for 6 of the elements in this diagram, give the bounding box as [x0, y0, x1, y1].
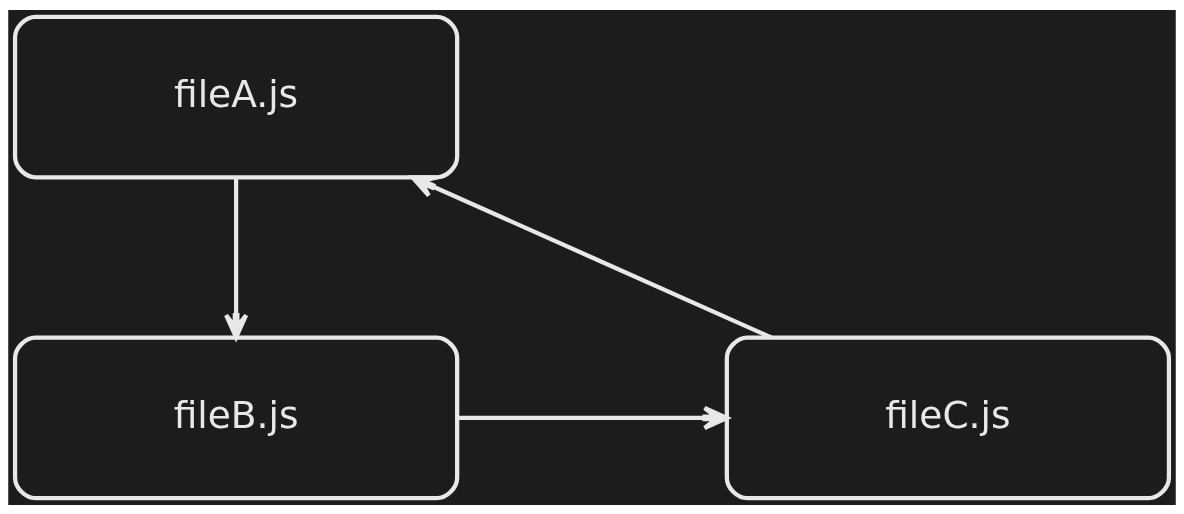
node-box: fileB.js	[12, 335, 460, 500]
arrow	[457, 405, 729, 430]
node-box: fileC.js	[724, 335, 1172, 500]
arrow	[224, 177, 249, 340]
node-box: fileA.js	[12, 14, 460, 179]
arrow	[410, 174, 773, 340]
